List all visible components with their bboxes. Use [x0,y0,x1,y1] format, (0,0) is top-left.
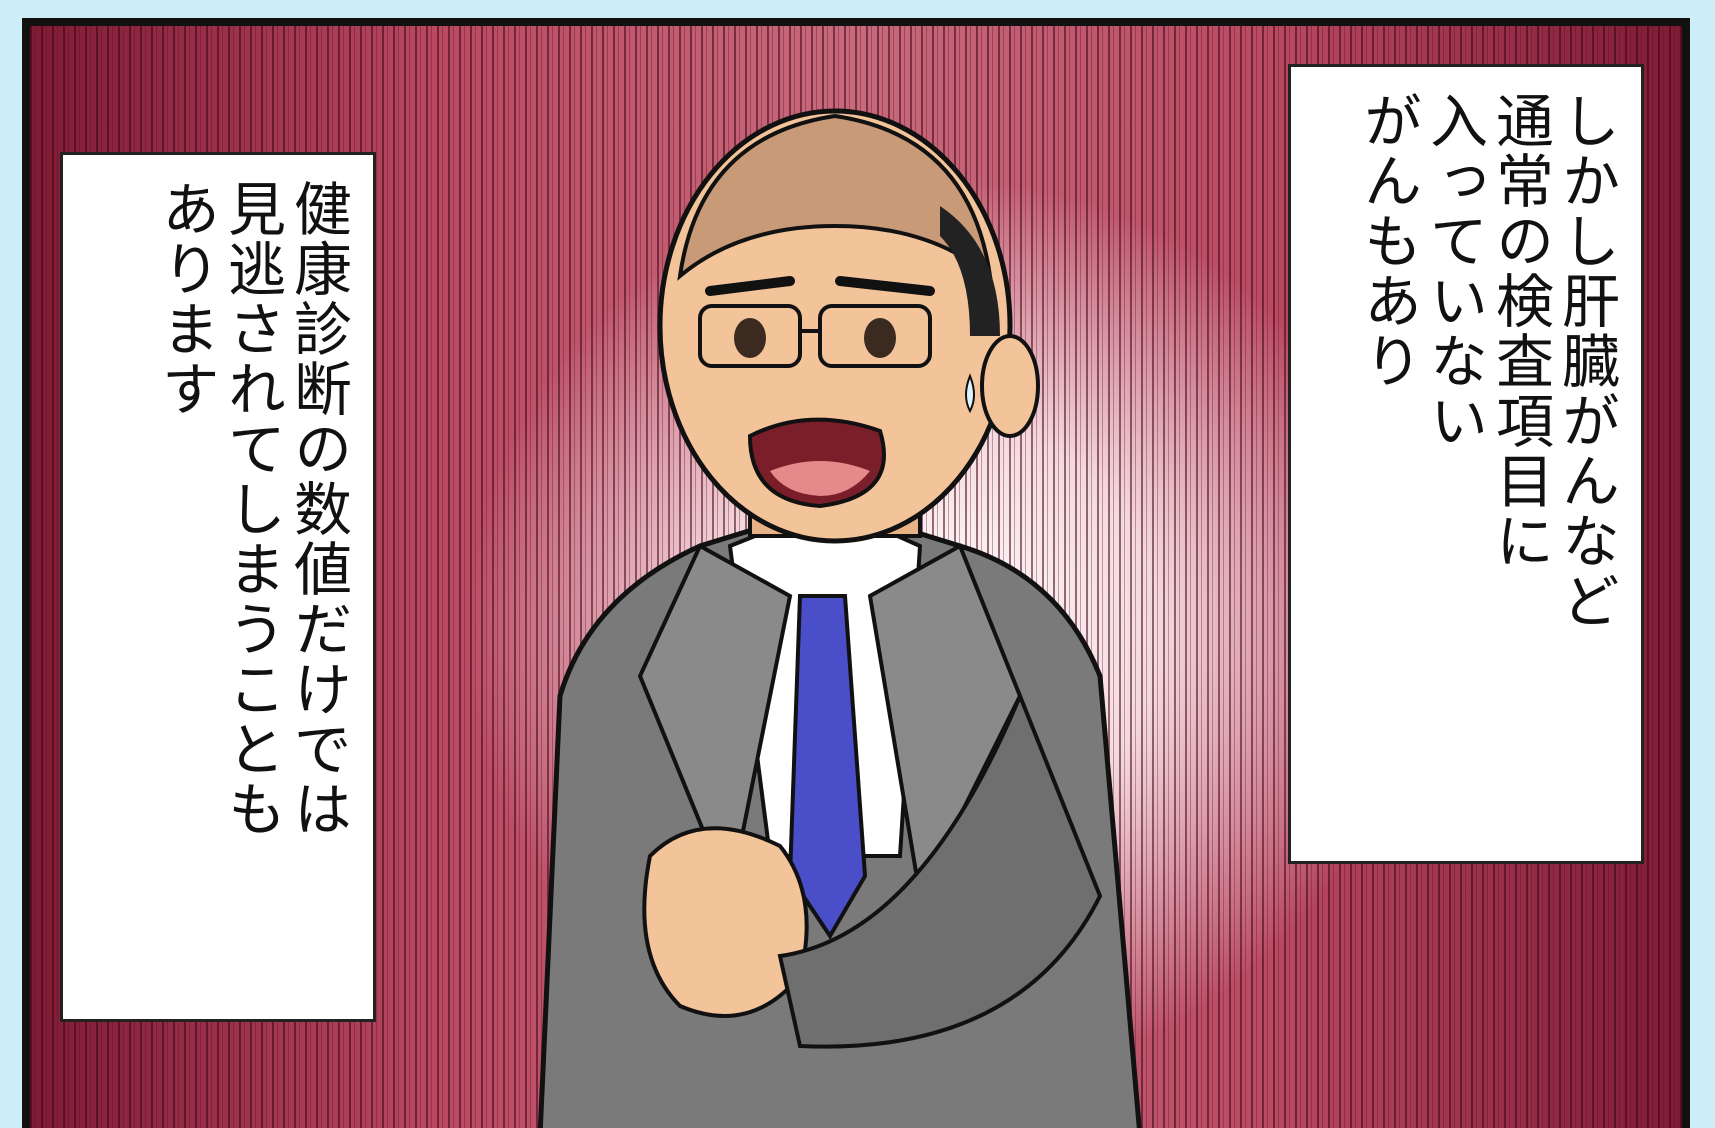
caption-line: 健康診断の数値だけでは [284,179,352,839]
caption-line: しかし肝臓がんなど [1552,91,1620,631]
caption-line: 通常の検査項目に [1486,91,1554,571]
worried-man-icon [500,76,1260,1128]
caption-line: 見逃されてしまうことも [218,179,286,839]
caption-line: あります [152,179,220,419]
caption-box-left: 健康診断の数値だけでは 見逃されてしまうことも あります [60,152,376,1022]
comic-panel: しかし肝臓がんなど 通常の検査項目に 入っていない がんもあり 健康診断の数値だ… [22,18,1690,1128]
caption-line: 入っていない [1420,91,1488,451]
caption-box-right: しかし肝臓がんなど 通常の検査項目に 入っていない がんもあり [1288,64,1644,864]
caption-line: がんもあり [1354,91,1422,391]
